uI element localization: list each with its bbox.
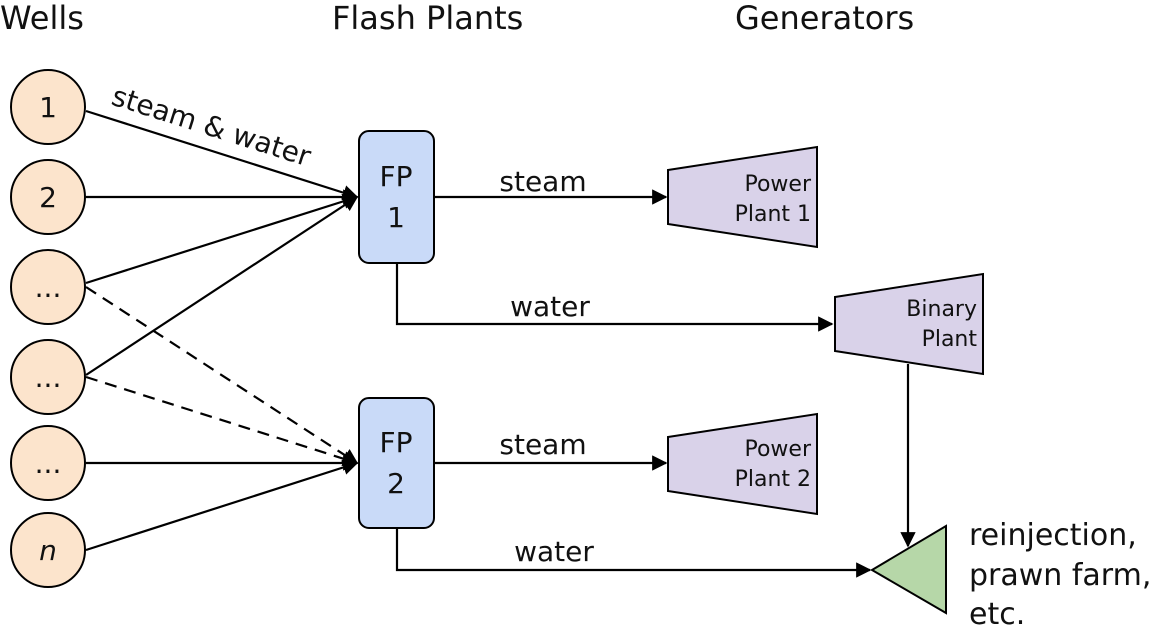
flash-plant-2: FP 2 — [358, 397, 435, 529]
well-circle — [10, 69, 86, 145]
generator-label-bottom: Plant — [922, 327, 978, 352]
outlet-label-line1: reinjection, — [969, 518, 1137, 553]
well-label: ... — [35, 361, 62, 394]
pipe-welln-fp2 — [85, 459, 359, 552]
pipe-fp2-water — [395, 528, 872, 578]
generator-label-top: Power — [744, 172, 811, 197]
generator-label-bottom: Plant 2 — [735, 467, 811, 492]
generator-shape — [834, 272, 984, 376]
pipe-well3-fp1 — [85, 193, 359, 285]
well-circle — [10, 159, 86, 235]
well-label: ... — [35, 447, 62, 480]
power-plant-1: Power Plant 1 — [667, 145, 818, 249]
generator-label-bottom: Plant 1 — [735, 202, 811, 227]
pipe-fp1-water — [395, 263, 834, 332]
optional-pipe-well3-fp2 — [85, 286, 359, 464]
well-circle — [10, 339, 86, 415]
optional-pipe-well4-fp2 — [85, 375, 359, 467]
well-label: 1 — [39, 91, 57, 124]
label-fp1-steam: steam — [499, 165, 586, 198]
well-5: ... — [10, 425, 86, 501]
flash-plant-label-top: FP — [380, 160, 413, 193]
generator-shape — [667, 145, 818, 249]
outlet-triangle — [870, 524, 947, 615]
well-3: ... — [10, 249, 86, 325]
flash-plant-label-bottom: 2 — [387, 467, 405, 500]
outlet-label-line2: prawn farm, — [969, 558, 1151, 593]
well-circle — [10, 512, 86, 588]
header-generators: Generators — [735, 0, 914, 37]
label-fp2-water: water — [514, 535, 594, 568]
header-flash-plants: Flash Plants — [332, 0, 523, 37]
outlet-label-line3: etc. — [969, 597, 1025, 626]
header-wells: Wells — [0, 0, 84, 37]
power-plant-2: Power Plant 2 — [667, 412, 818, 516]
flash-plant-box — [358, 397, 435, 529]
well-2: 2 — [10, 159, 86, 235]
well-n: n — [10, 512, 86, 588]
label-fp1-water: water — [510, 290, 590, 323]
flash-plant-box — [358, 130, 435, 264]
binary-plant: Binary Plant — [834, 272, 984, 376]
generator-label-top: Binary — [906, 297, 977, 322]
well-label: ... — [35, 271, 62, 304]
well-circle — [10, 249, 86, 325]
pipe-well4-fp1 — [85, 196, 359, 376]
well-label: n — [39, 534, 57, 567]
well-circle — [10, 425, 86, 501]
flash-plant-1: FP 1 — [358, 130, 435, 264]
generator-shape — [667, 412, 818, 516]
generator-label-top: Power — [744, 437, 811, 462]
outlet: reinjection, prawn farm, etc. — [870, 518, 1151, 626]
well-label: 2 — [39, 181, 57, 214]
label-steam-and-water: steam & water — [108, 79, 315, 173]
well-4: ... — [10, 339, 86, 415]
flash-plant-label-top: FP — [380, 426, 413, 459]
label-fp2-steam: steam — [499, 428, 586, 461]
well-1: 1 — [10, 69, 86, 145]
pipe-well1-fp1 — [85, 109, 359, 201]
flash-plant-label-bottom: 1 — [387, 201, 405, 234]
